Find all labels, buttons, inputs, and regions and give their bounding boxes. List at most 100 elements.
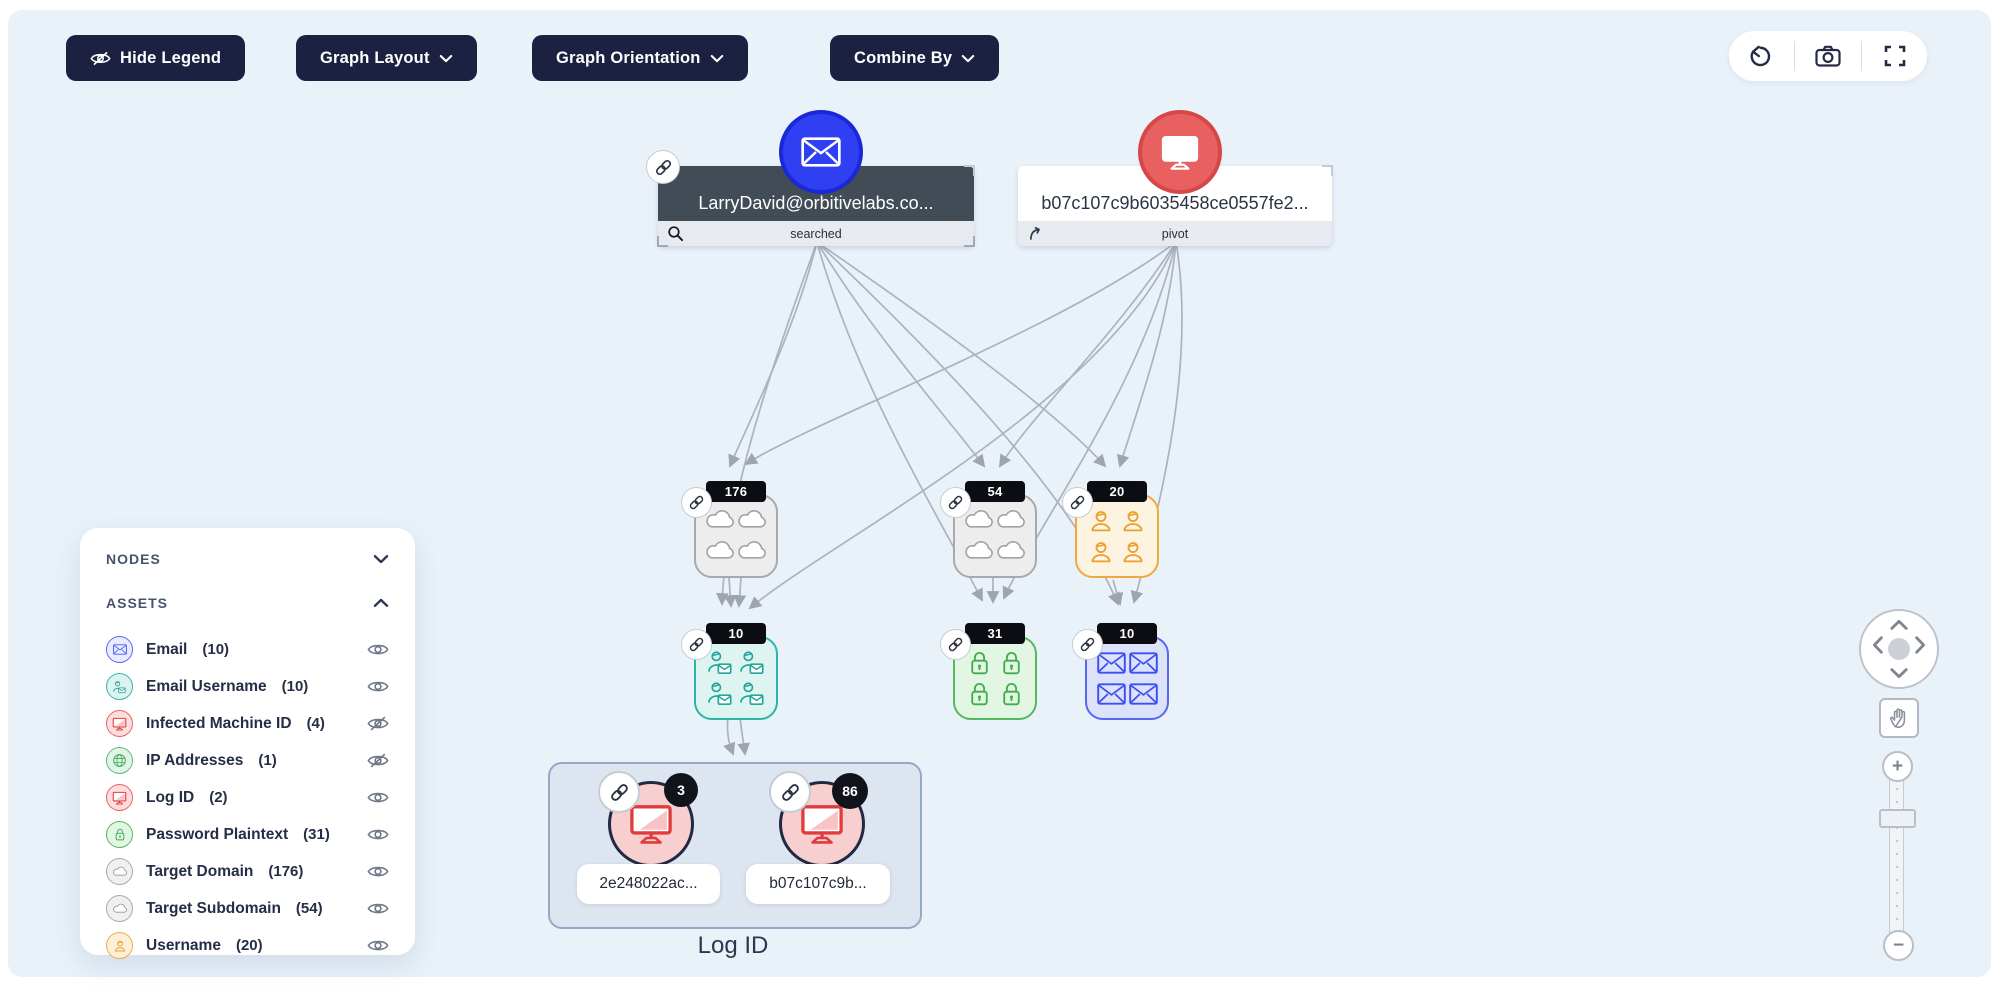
legend-panel: NODES ASSETS Email (10) Email Username (… xyxy=(80,528,415,959)
legend-count: (54) xyxy=(295,900,323,917)
cluster-count: 10 xyxy=(1097,623,1157,644)
link-badge[interactable] xyxy=(940,487,971,518)
legend-item-log-id[interactable]: Log ID (2) xyxy=(80,779,415,816)
link-badge[interactable] xyxy=(1062,487,1093,518)
legend-label: Username xyxy=(146,936,221,954)
selection-corner xyxy=(964,165,975,176)
cluster-email[interactable]: 10 xyxy=(1072,623,1169,720)
legend-item-infected-machine-id[interactable]: Infected Machine ID (4) xyxy=(80,705,415,742)
link-badge[interactable] xyxy=(769,771,811,813)
person-icon xyxy=(1088,539,1114,565)
cloud-icon xyxy=(704,540,736,563)
machine-node-action-strip: pivot xyxy=(1018,221,1332,246)
visibility-eye-off-icon[interactable] xyxy=(367,716,389,731)
visibility-eye-icon[interactable] xyxy=(367,679,389,694)
zoom-slider-track[interactable] xyxy=(1889,764,1904,940)
legend-item-ip-addresses[interactable]: IP Addresses (1) xyxy=(80,742,415,779)
graph-orientation-button[interactable]: Graph Orientation xyxy=(532,35,748,81)
lock-icon xyxy=(106,821,133,848)
email-node-circle[interactable] xyxy=(779,110,863,194)
hide-legend-button[interactable]: Hide Legend xyxy=(66,35,246,81)
legend-item-email-username[interactable]: Email Username (10) xyxy=(80,668,415,705)
lock-icon xyxy=(1000,649,1023,677)
legend-section-nodes[interactable]: NODES xyxy=(80,537,415,581)
combine-by-button[interactable]: Combine By xyxy=(830,35,1000,81)
link-icon xyxy=(780,782,801,803)
zoom-in-button[interactable]: + xyxy=(1882,751,1913,782)
visibility-eye-off-icon[interactable] xyxy=(367,753,389,768)
cluster-email-username[interactable]: 10 xyxy=(681,623,778,720)
cluster-username[interactable]: 20 xyxy=(1062,481,1159,578)
legend-count: (20) xyxy=(235,937,263,954)
cloud-icon xyxy=(736,509,768,532)
legend-label: Email xyxy=(146,640,188,658)
visibility-eye-icon[interactable] xyxy=(367,901,389,916)
link-badge[interactable] xyxy=(681,487,712,518)
cluster-target-domain[interactable]: 176 xyxy=(681,481,778,578)
monitor-icon xyxy=(628,803,674,845)
person-mail-icon xyxy=(738,680,766,707)
link-badge[interactable] xyxy=(646,150,680,184)
pan-left-icon[interactable] xyxy=(1872,635,1884,655)
legend-label: Target Subdomain xyxy=(146,899,281,917)
zoom-out-button[interactable]: − xyxy=(1883,930,1914,961)
legend-item-password-plaintext[interactable]: Password Plaintext (31) xyxy=(80,816,415,853)
cloud-icon xyxy=(995,509,1027,532)
email-icon xyxy=(106,636,133,663)
camera-icon xyxy=(1815,45,1841,67)
legend-item-username[interactable]: Username (20) xyxy=(80,927,415,964)
legend-item-target-subdomain[interactable]: Target Subdomain (54) xyxy=(80,890,415,927)
pan-right-icon[interactable] xyxy=(1914,635,1926,655)
node-searched-email[interactable]: LarryDavid@orbitivelabs.co... searched xyxy=(657,165,975,247)
pan-down-icon[interactable] xyxy=(1889,667,1909,679)
visibility-eye-icon[interactable] xyxy=(367,938,389,953)
link-badge[interactable] xyxy=(598,771,640,813)
link-icon xyxy=(688,636,705,653)
pan-up-icon[interactable] xyxy=(1889,619,1909,631)
divider xyxy=(1793,41,1796,71)
link-badge[interactable] xyxy=(940,629,971,660)
chevron-up-icon[interactable] xyxy=(373,598,389,608)
cloud-icon xyxy=(963,509,995,532)
pan-pad[interactable] xyxy=(1859,609,1939,689)
legend-label: Password Plaintext xyxy=(146,825,289,843)
link-badge[interactable] xyxy=(1072,629,1103,660)
link-badge[interactable] xyxy=(681,629,712,660)
legend-section-assets[interactable]: ASSETS xyxy=(80,581,415,625)
person-icon xyxy=(1120,539,1146,565)
legend-item-target-domain[interactable]: Target Domain (176) xyxy=(80,853,415,890)
graph-orientation-label: Graph Orientation xyxy=(556,48,701,67)
chevron-down-icon[interactable] xyxy=(373,554,389,564)
undo-icon xyxy=(1748,44,1773,69)
email-node-action-strip: searched xyxy=(658,221,974,246)
pan-mode-button[interactable] xyxy=(1879,698,1919,738)
log-node-1-label[interactable]: 2e248022ac... xyxy=(577,864,720,904)
legend-count: (1) xyxy=(258,752,277,769)
monitor-icon xyxy=(799,803,845,845)
visibility-eye-icon[interactable] xyxy=(367,827,389,842)
screenshot-button[interactable] xyxy=(1797,39,1859,73)
machine-node-action: pivot xyxy=(1161,226,1189,241)
graph-layout-button[interactable]: Graph Layout xyxy=(296,35,477,81)
monitor-icon xyxy=(1160,134,1200,171)
legend-label: Infected Machine ID xyxy=(146,714,292,732)
fullscreen-icon xyxy=(1884,45,1906,67)
visibility-eye-icon[interactable] xyxy=(367,790,389,805)
person-icon xyxy=(106,932,133,959)
reset-view-button[interactable] xyxy=(1730,39,1792,73)
legend-item-email[interactable]: Email (10) xyxy=(80,631,415,668)
link-icon xyxy=(1069,494,1086,511)
cluster-count: 31 xyxy=(965,623,1025,644)
visibility-eye-icon[interactable] xyxy=(367,642,389,657)
visibility-eye-icon[interactable] xyxy=(367,864,389,879)
zoom-slider-handle[interactable] xyxy=(1879,809,1916,828)
pan-center-dot[interactable] xyxy=(1888,638,1910,660)
cluster-password-plaintext[interactable]: 31 xyxy=(940,623,1037,720)
machine-node-circle[interactable] xyxy=(1138,110,1222,194)
person-icon xyxy=(1120,508,1146,534)
fullscreen-button[interactable] xyxy=(1864,39,1926,73)
log-node-2-label[interactable]: b07c107c9b... xyxy=(746,864,890,904)
log-node-1-count: 3 xyxy=(664,773,698,807)
cluster-target-subdomain[interactable]: 54 xyxy=(940,481,1037,578)
link-icon xyxy=(609,782,630,803)
